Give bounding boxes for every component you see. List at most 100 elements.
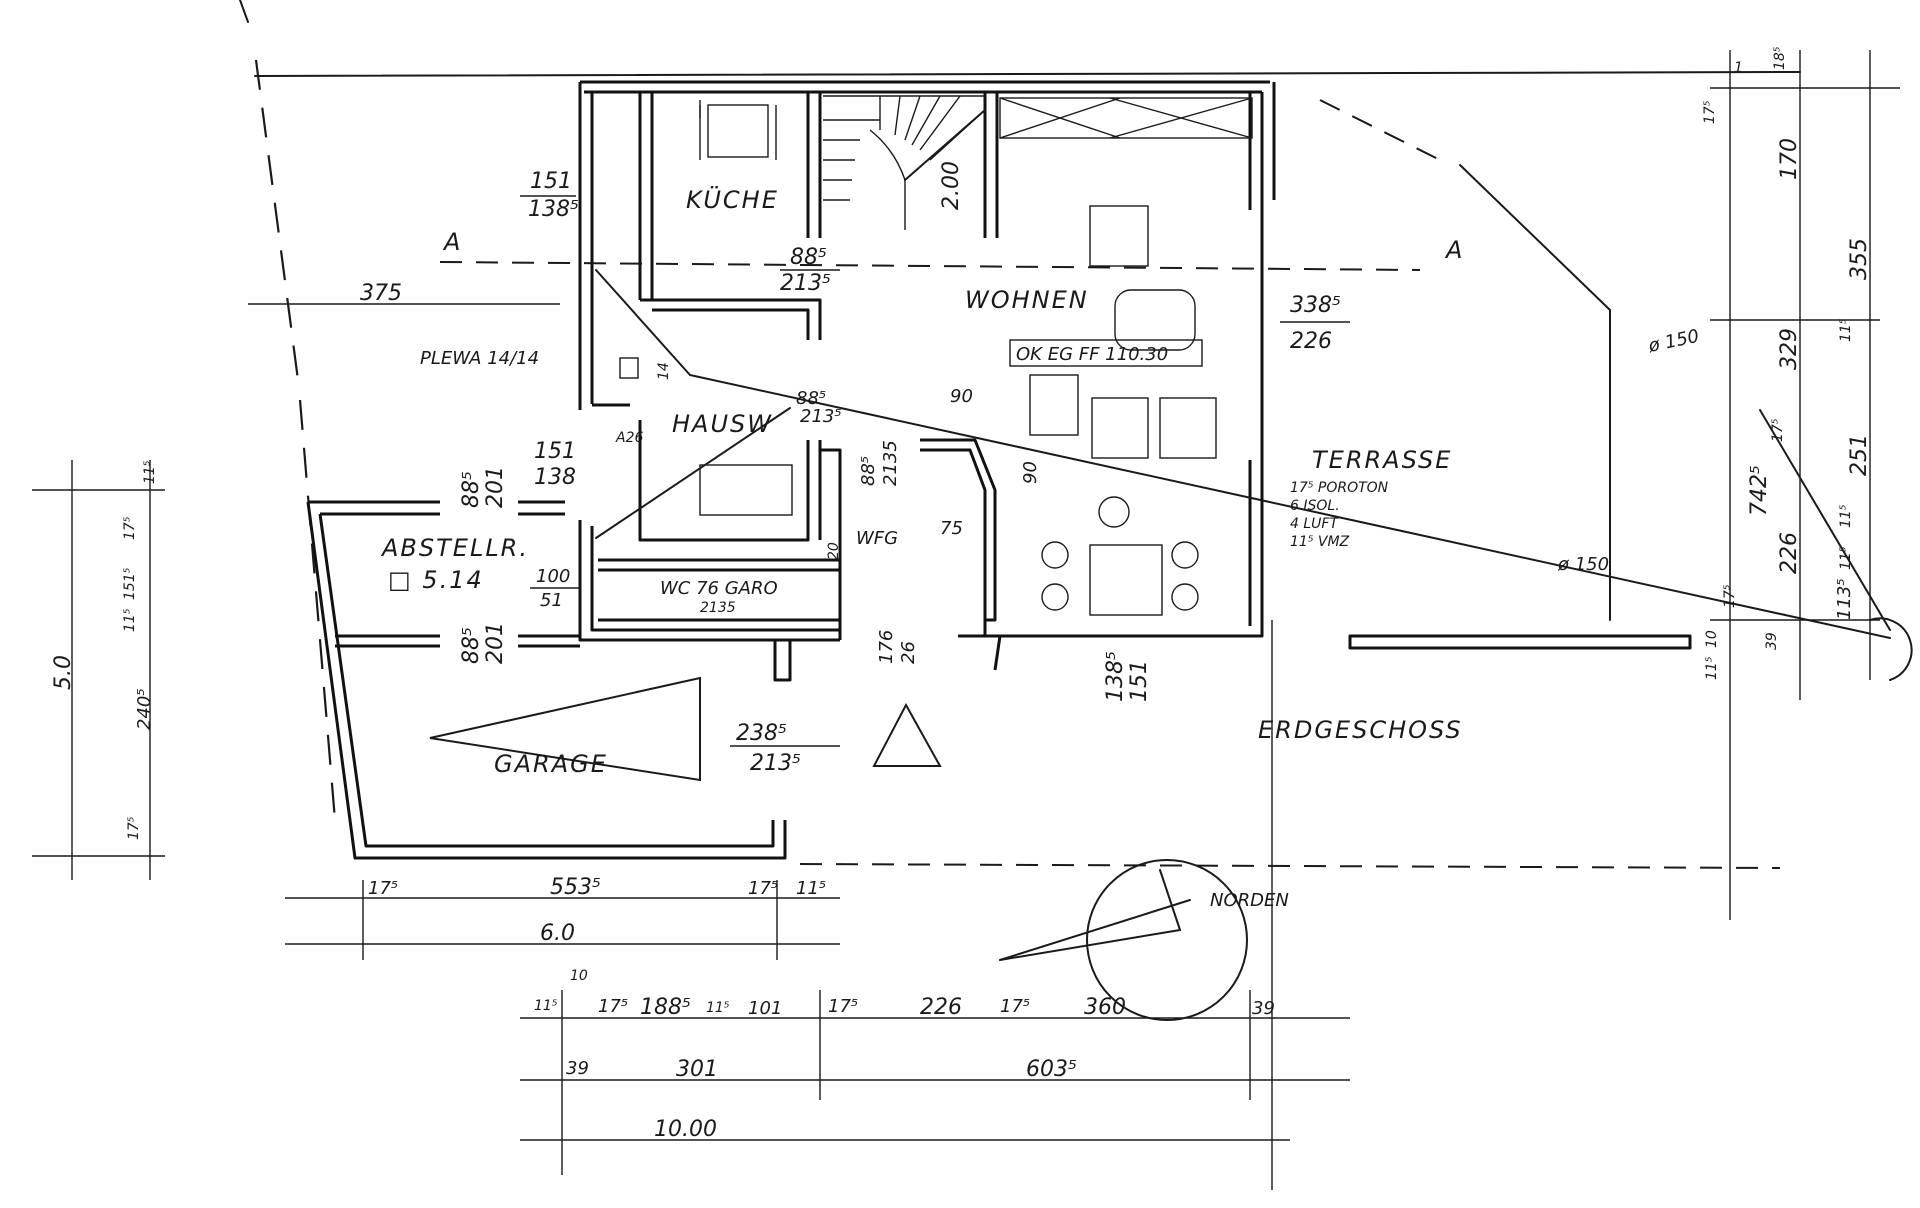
staircase [823, 95, 986, 230]
dim-b1-0: 17⁵ [368, 878, 398, 899]
dim-l-total: 5.0 [51, 655, 76, 690]
level-mark: OK EG FF 110.30 [1016, 344, 1168, 365]
terrasse-door-height: 151 [1127, 660, 1152, 702]
abstellr-door-width: 88⁵ [459, 627, 484, 664]
level-box [1009, 339, 1203, 367]
stair-door-height: 2135 [880, 440, 901, 486]
dim-b2-4: 11⁵ [706, 1000, 730, 1016]
dim-b4-total: 10.00 [654, 1117, 717, 1142]
wall-layer-3: 4 LUFT [1290, 516, 1339, 532]
stair-door-width: 88⁵ [858, 456, 879, 486]
dim-b2-6: 17⁵ [828, 996, 858, 1017]
dim-b1-1: 553⁵ [550, 875, 601, 900]
dim-14: 14 [656, 362, 672, 380]
dim-r-bottom-2: 11⁵ [1704, 656, 1720, 680]
dim-r-mid-8: 113⁵ [1834, 578, 1855, 620]
room-label-kueche: KÜCHE [686, 185, 779, 214]
dim-b1-total: 6.0 [540, 921, 575, 946]
room-label-terrasse: TERRASSE [1312, 446, 1452, 474]
dim-r-top-3: 170 [1777, 138, 1802, 180]
garage-door-width: 238⁵ [736, 721, 787, 746]
dim-b1-3: 11⁵ [796, 878, 826, 899]
room-label-wc-garo: WC 76 GARO [660, 578, 778, 599]
dim-r-mid-4: 742⁵ [1747, 465, 1772, 516]
dim-r-mid-9: 17⁵ [1722, 584, 1738, 608]
dim-b2-0: 11⁵ [534, 998, 558, 1014]
plan-title-erdgeschoss: ERDGESCHOSS [1258, 716, 1463, 744]
balcony-box [999, 97, 1253, 139]
dim-lines-bottom [285, 620, 1350, 1190]
north-label: NORDEN [1210, 890, 1289, 911]
entrance-triangle [872, 702, 942, 767]
dim-90-vertical: 90 [1020, 461, 1041, 484]
dim-r-mid-1: 11⁵ [1838, 318, 1854, 342]
entry-height: 26 [898, 641, 919, 664]
dim-r-top-4: 355 [1847, 238, 1872, 280]
dim-b2-10: 39 [1252, 998, 1275, 1019]
dim-l-0: 11⁵ [142, 460, 158, 484]
dim-b2-3: 188⁵ [640, 995, 691, 1020]
wc-window-height: 51 [540, 590, 563, 611]
plewa-label: PLEWA 14/14 [420, 348, 539, 369]
dim-lines-right [1710, 50, 1900, 920]
abstellr-window-width: 88⁵ [459, 471, 484, 508]
kueche-window-height: 138⁵ [528, 197, 579, 222]
dim-b2-7: 226 [920, 995, 962, 1020]
dim-r-bottom-0: 10 [1704, 630, 1720, 648]
terrasse-door-width: 138⁵ [1103, 651, 1128, 702]
abstellr-window-height: 201 [483, 466, 508, 508]
dim-lines-left [32, 303, 560, 880]
section-marker-left: A [442, 228, 462, 256]
wc-door-height: 2135 [700, 600, 736, 616]
pipe-label-2: ø 150 [1557, 554, 1609, 575]
dim-r-mid-5: 11⁵ [1838, 504, 1854, 528]
garage-slope-mark [429, 676, 701, 782]
dim-b2-8: 17⁵ [1000, 996, 1030, 1017]
wc-window-width: 100 [536, 566, 570, 587]
kueche-door-width: 88⁵ [790, 245, 827, 270]
wohnen-window-width: 338⁵ [1290, 293, 1341, 318]
dim-b2-1: 10 [570, 968, 588, 984]
dim-b2-2: 17⁵ [598, 996, 628, 1017]
pipe-label-1: ø 150 [1646, 326, 1701, 357]
dim-r-top-2: 17⁵ [1702, 100, 1718, 124]
wall-layer-1: 17⁵ POROTON [1290, 480, 1389, 496]
dim-r-mid-2: 17⁵ [1770, 418, 1786, 442]
kueche-window-width: 151 [530, 169, 572, 194]
dim-b2-9: 360 [1084, 995, 1126, 1020]
dim-r-bottom-1: 39 [1764, 632, 1780, 650]
room-label-hausw: HAUSW [672, 410, 773, 438]
dim-l-2: 151⁵ [122, 567, 138, 600]
dim-b3-0: 39 [566, 1058, 589, 1079]
hausw-window-width: 151 [534, 439, 576, 464]
kueche-door-height: 213⁵ [780, 271, 831, 296]
furniture [619, 100, 1217, 616]
abstellr-door-height: 201 [483, 622, 508, 664]
wohnen-window-height: 226 [1290, 329, 1332, 354]
dim-90-horizontal: 90 [950, 386, 973, 407]
dim-r-mid-6: 226 [1777, 532, 1802, 574]
section-line [439, 261, 1421, 271]
dim-r-mid-7: 11⁵ [1838, 546, 1854, 570]
room-label-wfg: WFG [856, 528, 898, 549]
section-marker-right: A [1444, 236, 1464, 264]
wall-layer-4: 11⁵ VMZ [1290, 534, 1350, 550]
dim-b3-2: 603⁵ [1026, 1057, 1077, 1082]
room-label-abstellr: ABSTELLR. [380, 534, 529, 562]
dim-l-3: 11⁵ [122, 608, 138, 632]
pipe-lines [595, 164, 1913, 1021]
dim-l-4: 240⁵ [134, 688, 155, 730]
a26-label: A26 [615, 430, 643, 446]
dim-r-top-1: 18⁵ [1772, 46, 1788, 70]
dim-l-5: 17⁵ [126, 816, 142, 840]
dim-75: 75 [940, 518, 963, 539]
exterior-walls [306, 80, 1692, 860]
room-label-wohnen: WOHNEN [965, 286, 1089, 314]
dim-r-mid-3: 251 [1847, 434, 1872, 476]
property-lines [239, 0, 1801, 869]
wall-layer-2: 6 ISOL. [1290, 498, 1340, 514]
dim-l-1: 17⁵ [122, 516, 138, 540]
entry-width: 176 [876, 630, 897, 664]
garage-door-height: 213⁵ [750, 751, 801, 776]
